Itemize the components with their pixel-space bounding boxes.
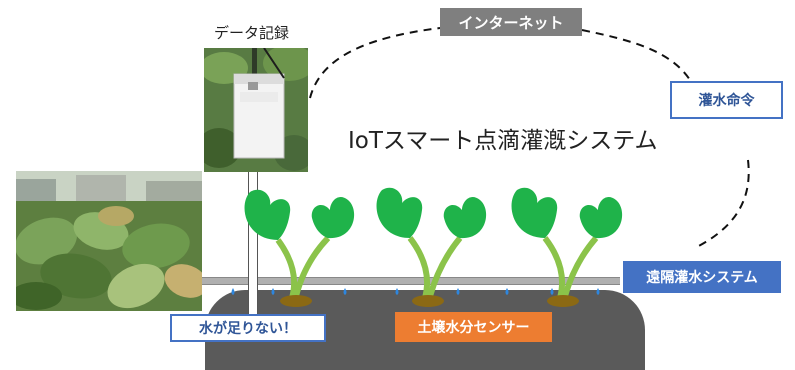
plant-icon: [244, 189, 355, 299]
plant-icon: [511, 187, 623, 299]
plants-group: [231, 187, 623, 307]
internet-to-logger-arc: [309, 27, 441, 99]
drip-pipe: [200, 277, 620, 285]
soil-moisture-sensor-badge: 土壌水分センサー: [395, 312, 552, 342]
data-logging-label: データ記録: [214, 24, 290, 42]
water-shortage-badge: 水が足りない！: [170, 314, 326, 342]
water-drop-icon: [271, 288, 275, 295]
logger-pole: [248, 172, 258, 342]
data-logger-photo: [204, 48, 308, 172]
plant-icon: [376, 187, 487, 299]
water-drop-icon: [505, 288, 509, 295]
water-drop-icon: [456, 288, 460, 295]
taro-field-photo: [16, 171, 202, 311]
sensor-icon: [412, 295, 444, 307]
sensor-icon: [280, 295, 312, 307]
command-to-system-arc: [694, 159, 750, 249]
internet-to-command-arc: [581, 29, 691, 81]
water-drop-icon: [231, 288, 235, 295]
irrigation-command-badge: 灌水命令: [670, 81, 783, 119]
sensor-icon: [547, 295, 579, 307]
page-title: IoTスマート点滴灌漑システム: [348, 128, 658, 154]
connection-lines: [309, 27, 750, 249]
water-drop-icon: [550, 288, 554, 295]
water-drop-icon: [343, 288, 347, 295]
internet-badge: インターネット: [440, 8, 582, 36]
remote-irrigation-system-badge: 遠隔灌水システム: [623, 261, 781, 293]
water-drop-icon: [395, 288, 399, 295]
water-drop-icon: [596, 288, 600, 295]
